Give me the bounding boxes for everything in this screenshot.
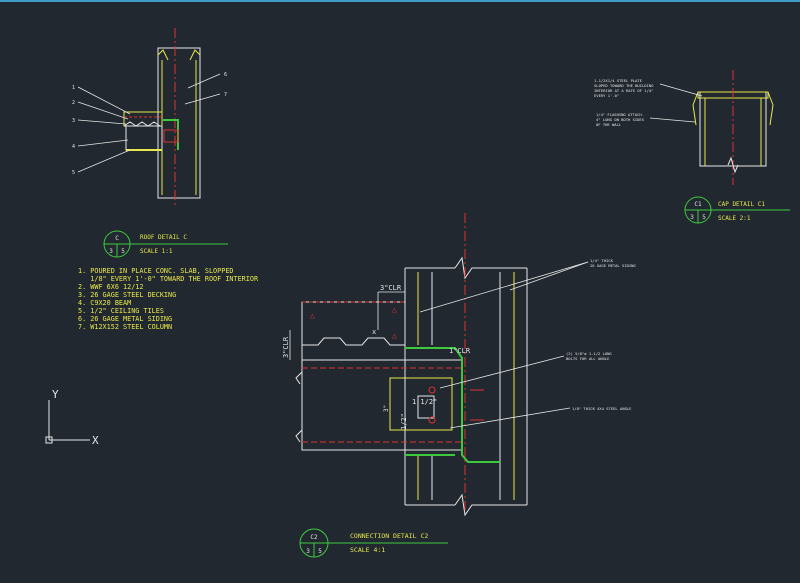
conn-leader (439, 355, 565, 389)
roof-column-outline (157, 47, 201, 199)
conn-dim-clr-mid: 1"CLR (449, 347, 471, 355)
conn-dim-half: 1 1/2" (412, 398, 437, 406)
conn-note-bolts: (2) 5/8"ø 1-1/2 LONG (566, 351, 612, 356)
conn-bolt-plate (389, 377, 453, 431)
conn-leader (419, 261, 589, 313)
cap-note2-line: OF THE WALL (596, 122, 622, 127)
cap-note2-line: 4" LONG ON BOTH SIDES (596, 117, 645, 122)
note-line: 3. 26 GAGE STEEL DECKING (78, 291, 176, 299)
roof-callout-1: 1 (72, 85, 75, 91)
conn-dim-half-v: 1/2" (400, 413, 408, 430)
conn-beam-break (295, 429, 303, 443)
note-line: 2. WWF 6X6 12/12 (78, 283, 143, 291)
conn-bubble-right: 5 (318, 548, 322, 555)
cap-leader (659, 83, 703, 97)
roof-bubble-right: 5 (121, 248, 125, 255)
conn-concrete-hatch: △ (392, 331, 397, 340)
conn-note-bolts: BOLTS FOR ALL ANGLE (566, 356, 610, 361)
roof-siding-hook (189, 49, 201, 61)
conn-note-angle: 1/8" THICK 4X4 STEEL ANGLE (572, 406, 632, 411)
roof-bubble-left: 3 (109, 248, 113, 255)
roof-leaders (77, 73, 221, 173)
conn-angle (405, 347, 500, 463)
connection-detail-drawing: △ △ △ x 3"CLR 1"CLR 3"CLR 1 1/2" 3" 1/2"… (282, 213, 636, 517)
roof-notes-list: 1. POURED IN PLACE CONC. SLAB, SLOPPED 1… (78, 267, 259, 331)
cap-note1-line: 1-1/2X1/4 STEEL PLATE (594, 78, 643, 83)
roof-detail-drawing: 1 2 3 4 5 6 7 (72, 28, 227, 205)
ucs-origin-box (45, 436, 53, 444)
note-line: 1. POURED IN PLACE CONC. SLAB, SLOPPED (78, 267, 234, 275)
conn-break-bottom (454, 493, 475, 517)
conn-note-siding: 26 GAGE METAL SIDING (590, 263, 636, 268)
roof-decking (123, 121, 161, 127)
cap-detail-scale: SCALE 2:1 (718, 215, 751, 222)
conn-dim-clr-top: 3"CLR (380, 284, 402, 292)
conn-x-mark: x (372, 328, 376, 336)
conn-dim-left: 3"CLR (282, 336, 290, 358)
cap-flashing (692, 91, 699, 126)
cap-break-line (727, 156, 739, 174)
conn-detail-title: CONNECTION DETAIL C2 (350, 532, 428, 540)
conn-beam-break (295, 371, 303, 385)
conn-break-top (454, 256, 475, 280)
conn-bubble-id: C2 (310, 534, 318, 541)
conn-bubble-left: 3 (306, 548, 310, 555)
ucs-x-label: X (92, 434, 99, 447)
conn-bolt-box (417, 395, 435, 419)
cap-leader (649, 117, 696, 123)
conn-detail-scale: SCALE 4:1 (350, 546, 385, 554)
note-line: 7. W12X152 STEEL COLUMN (78, 323, 172, 331)
note-line: 6. 26 GAGE METAL SIDING (78, 315, 172, 323)
cap-bubble-id: C1 (694, 201, 702, 208)
cap-note1-line: INTERIOR AT A RATE OF 1/4" (594, 88, 653, 93)
conn-concrete-hatch: △ (310, 311, 315, 320)
roof-callout-7: 7 (224, 92, 227, 98)
conn-leader (449, 407, 571, 429)
cap-bubble-left: 3 (690, 214, 694, 221)
roof-detail-title: ROOF DETAIL C (140, 234, 187, 241)
roof-bubble-id: C (115, 235, 119, 242)
roof-callout-2: 2 (72, 100, 75, 106)
conn-dim-3: 3" (383, 405, 390, 412)
cap-detail-title-block: C1 3 5 CAP DETAIL C1 SCALE 2:1 (684, 196, 790, 224)
conn-concrete-hatch: △ (392, 305, 397, 314)
ucs-y-label: Y (52, 388, 59, 401)
cap-note2-line: 1/4" FLASHING ATTACH. (596, 112, 644, 117)
cap-note1-line: SLOPED TOWARD THE BUILDING (594, 83, 654, 88)
connection-detail-title-block: C2 3 5 CONNECTION DETAIL C2 SCALE 4:1 (299, 528, 448, 558)
ucs-icon: Y X (45, 388, 99, 447)
cap-detail-title: CAP DETAIL C1 (718, 201, 765, 208)
roof-siding-hook (157, 49, 169, 61)
cap-note1-line: EVERY 1'-0" (594, 93, 619, 98)
conn-note-siding: 1/4" THICK (590, 258, 614, 263)
roof-callout-6: 6 (224, 72, 227, 78)
cap-detail-drawing: 1-1/2X1/4 STEEL PLATE SLOPED TOWARD THE … (594, 70, 774, 185)
note-line: 1/8" EVERY 1'-0" TOWARD THE ROOF INTERIO… (78, 275, 259, 283)
roof-callout-3: 3 (72, 118, 75, 124)
note-line: 5. 1/2" CEILING TILES (78, 307, 164, 315)
note-line: 4. C9X20 BEAM (78, 299, 131, 307)
conn-leader (509, 261, 589, 291)
cap-bubble-right: 5 (702, 214, 706, 221)
roof-bolt (163, 129, 179, 143)
conn-bolt-hole (428, 416, 436, 424)
roof-callout-5: 5 (72, 170, 75, 176)
cap-flashing (767, 91, 774, 126)
roof-detail-title-block: C 3 5 ROOF DETAIL C SCALE 1:1 (103, 230, 228, 258)
conn-bolt-hole (428, 386, 436, 394)
roof-detail-scale: SCALE 1:1 (140, 248, 173, 255)
conn-decking (302, 337, 405, 346)
roof-callout-4: 4 (72, 144, 75, 150)
